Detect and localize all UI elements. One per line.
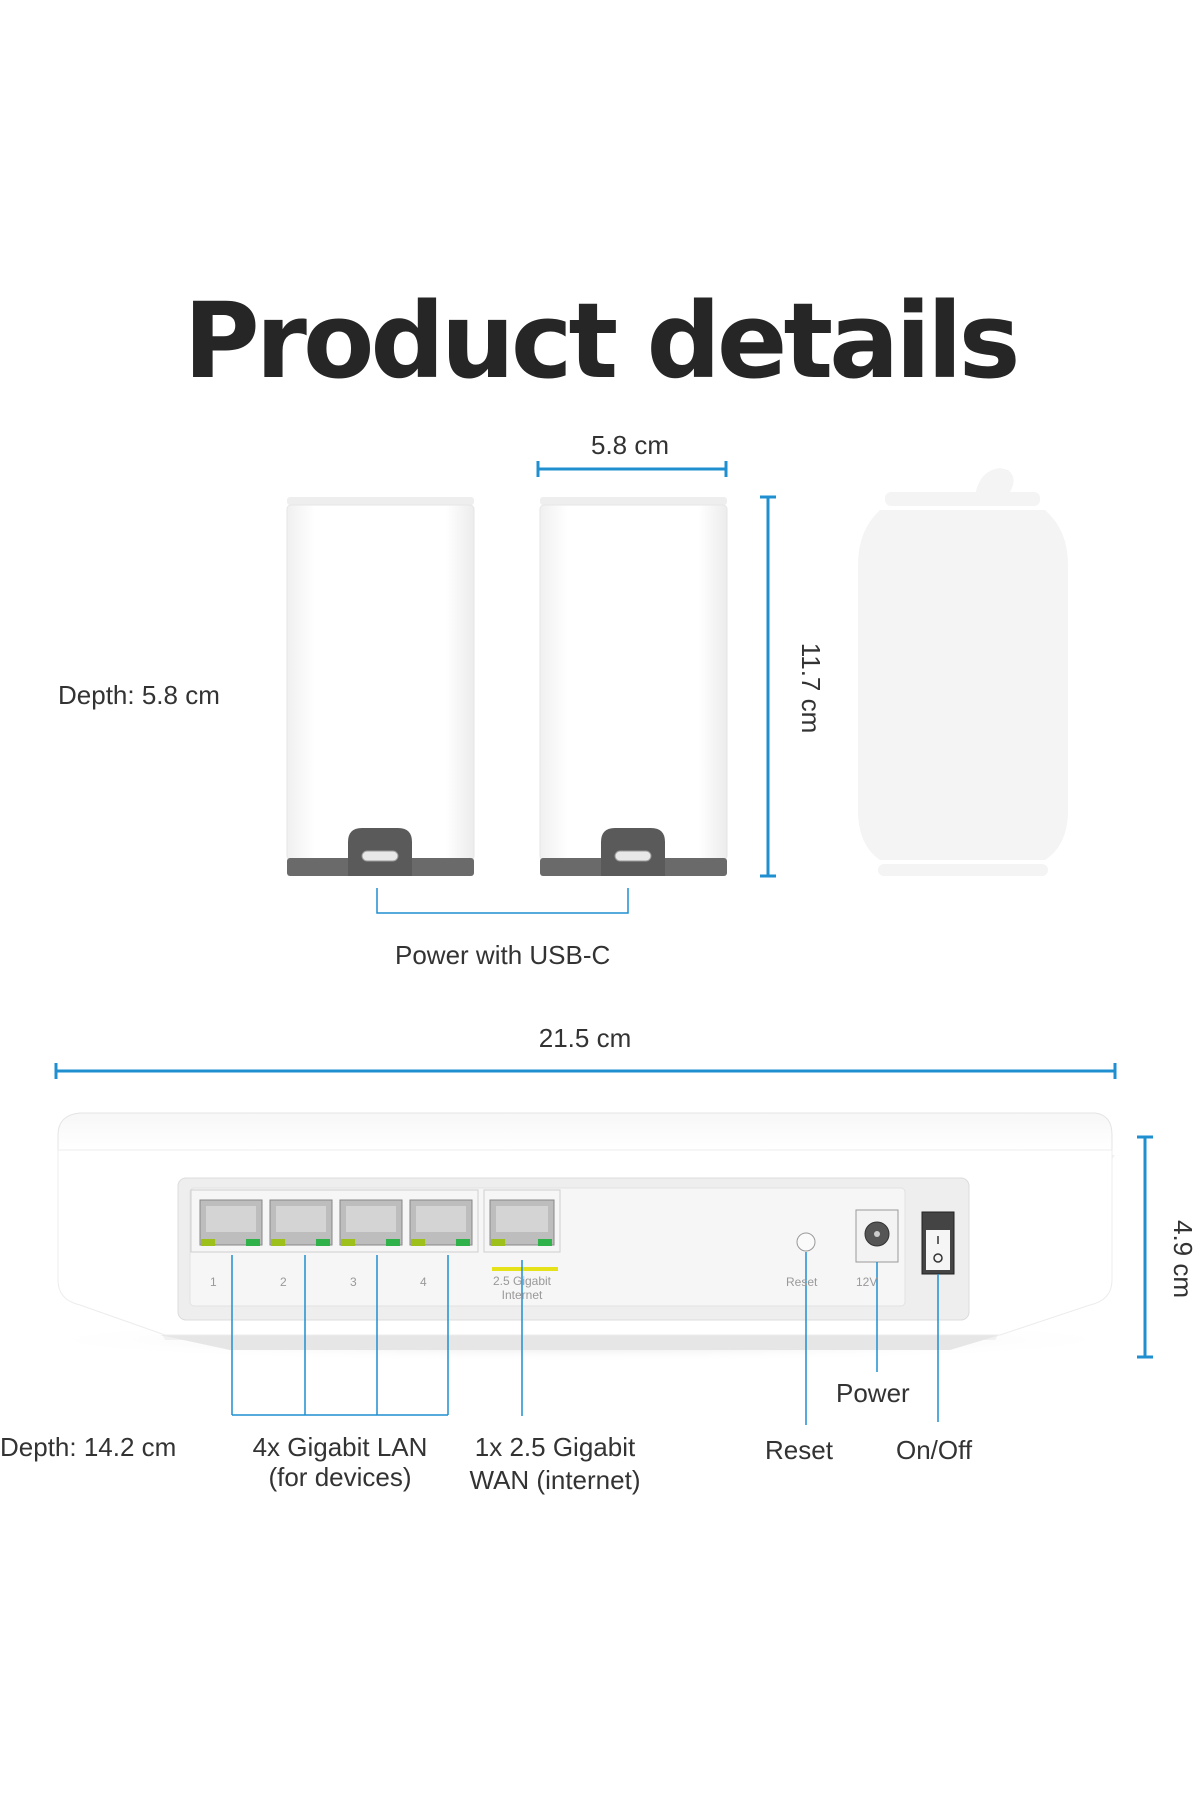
ethernet-port-icon	[409, 1199, 473, 1246]
satellite-height-label: 11.7 cm	[796, 642, 826, 734]
lan-label-line2: (for devices)	[268, 1462, 412, 1492]
soda-can-silhouette	[858, 468, 1068, 876]
usb-c-port-icon	[361, 850, 399, 862]
router-height-label: 4.9 cm	[1168, 1219, 1198, 1299]
port-number-2: 2	[280, 1275, 287, 1289]
lan-label: 4x Gigabit LAN (for devices)	[240, 1432, 440, 1493]
wan-port-label: 2.5 Gigabit Internet	[482, 1274, 562, 1302]
port-number-1: 1	[210, 1275, 217, 1289]
ethernet-port-icon	[199, 1199, 263, 1246]
usb-c-port-icon	[614, 850, 652, 862]
port-number-4: 4	[420, 1275, 427, 1289]
satellite-depth-label: Depth: 5.8 cm	[58, 680, 220, 710]
onoff-label: On/Off	[896, 1435, 973, 1465]
usb-c-power-label: Power with USB-C	[395, 940, 611, 970]
satellite-unit-left	[286, 497, 475, 876]
satellite-width-label: 5.8 cm	[590, 430, 670, 460]
power-label: Power	[836, 1378, 910, 1408]
reset-label: Reset	[765, 1435, 833, 1465]
wan-label-line2: WAN (internet)	[469, 1465, 641, 1495]
router-callout-lines	[231, 1252, 939, 1425]
wan-label-line1: 1x 2.5 Gigabit	[474, 1432, 636, 1462]
router-unit	[20, 1112, 1140, 1362]
lan-ports	[199, 1199, 473, 1246]
wan-label: 1x 2.5 Gigabit WAN (internet)	[455, 1432, 655, 1496]
wan-port-icon	[489, 1199, 558, 1271]
satellite-unit-right	[539, 497, 728, 876]
satellite-height-dimension	[760, 495, 776, 878]
ethernet-port-icon	[269, 1199, 333, 1246]
ethernet-port-icon	[339, 1199, 403, 1246]
power-jack-icon	[855, 1209, 899, 1263]
usb-c-callout-bracket	[376, 888, 629, 914]
power-port-label: 12V	[856, 1275, 878, 1289]
page-title: Product details	[183, 280, 1020, 402]
reset-port-label: Reset	[786, 1275, 818, 1289]
router-height-dimension	[1137, 1135, 1153, 1359]
satellite-width-dimension	[536, 461, 728, 477]
router-width-dimension	[54, 1063, 1117, 1079]
power-switch-icon	[921, 1211, 955, 1275]
router-width-label: 21.5 cm	[538, 1023, 632, 1053]
wan-port-label-line2: Internet	[501, 1288, 543, 1302]
lan-label-line1: 4x Gigabit LAN	[252, 1432, 428, 1462]
reset-button-icon	[796, 1232, 816, 1252]
router-depth-label: Depth: 14.2 cm	[0, 1432, 177, 1462]
wan-port-label-line1: 2.5 Gigabit	[492, 1274, 552, 1288]
port-number-3: 3	[350, 1275, 357, 1289]
